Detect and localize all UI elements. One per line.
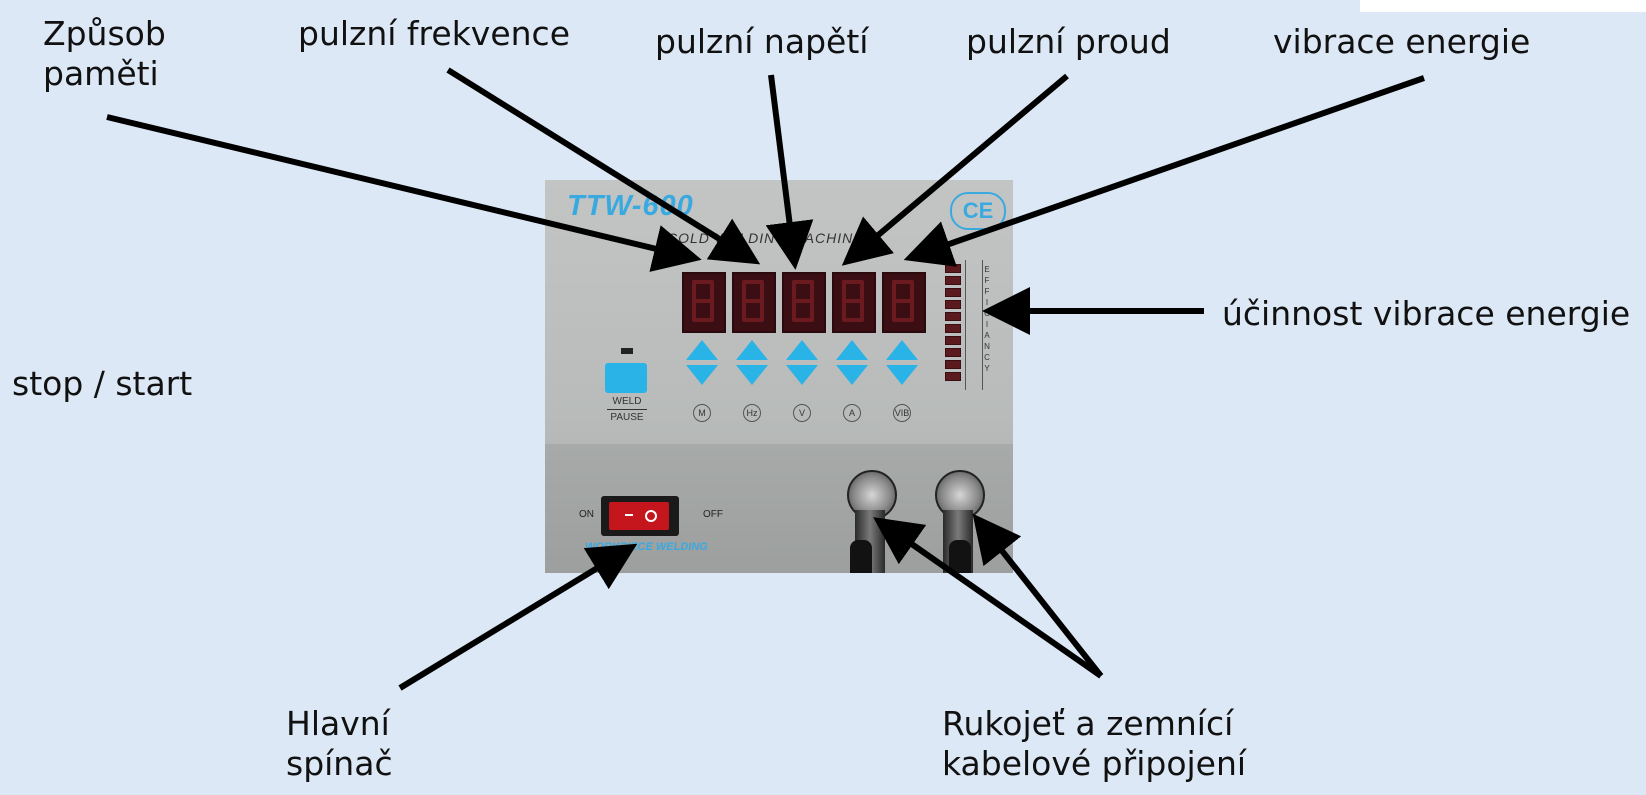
weld-label: WELD [612, 396, 642, 407]
label-cable-connection-line2: kabelové připojení [942, 744, 1247, 783]
efficiency-bar [945, 348, 961, 357]
efficiency-letter: Y [984, 364, 990, 373]
label-vibration-energy: vibrace energie [1273, 22, 1531, 61]
memory-down-arrow-icon[interactable] [686, 365, 718, 385]
pause-label: PAUSE [610, 412, 644, 423]
arrow-vibration-energy [903, 75, 1425, 267]
arrow-pulse-current [841, 73, 1069, 266]
vibration-up-arrow-icon[interactable] [886, 340, 918, 360]
label-cable-connection-line1: Rukojeť a zemnící [942, 704, 1234, 743]
arrow-pulse-frequency [446, 67, 761, 265]
arrow-cable-handle [873, 517, 1103, 679]
ground-cable [949, 540, 971, 573]
display-frequency [732, 272, 776, 333]
efficiency-bar [945, 288, 961, 297]
label-pulse-current: pulzní proud [966, 22, 1171, 61]
arrow-cable-ground [972, 513, 1104, 678]
arrow-memory-mode [106, 114, 702, 272]
frequency-down-arrow-icon[interactable] [736, 365, 768, 385]
label-main-switch-line2: spínač [286, 744, 393, 783]
weld-pause-button[interactable] [605, 363, 647, 393]
efficiency-bar [945, 276, 961, 285]
efficiency-letter: A [984, 331, 990, 340]
vibration-down-arrow-icon[interactable] [886, 365, 918, 385]
label-pulse-voltage: pulzní napětí [655, 22, 869, 61]
voltage-up-arrow-icon[interactable] [786, 340, 818, 360]
efficiency-bar [945, 312, 961, 321]
arrow-main-switch [398, 543, 638, 691]
efficiency-bar [945, 300, 961, 309]
weld-indicator-led [621, 348, 633, 354]
label-memory-mode-line2: paměti [43, 54, 159, 93]
unit-memory: M [693, 404, 711, 422]
efficiency-letter: F [984, 276, 990, 285]
ce-mark-icon: CE [950, 192, 1006, 230]
arrow-pulse-voltage [765, 74, 814, 270]
unit-frequency: Hz [743, 404, 761, 422]
display-current [832, 272, 876, 333]
display-voltage [782, 272, 826, 333]
label-main-switch: Hlavní spínač [286, 704, 393, 784]
corner-white-box [1360, 0, 1646, 12]
label-main-switch-line1: Hlavní [286, 704, 390, 743]
voltage-down-arrow-icon[interactable] [786, 365, 818, 385]
display-memory [682, 272, 726, 333]
efficiency-letter: E [984, 265, 990, 274]
memory-up-arrow-icon[interactable] [686, 340, 718, 360]
label-pulse-frequency: pulzní frekvence [298, 14, 570, 53]
frequency-up-arrow-icon[interactable] [736, 340, 768, 360]
efficiency-letter: N [984, 342, 990, 351]
on-label: ON [579, 509, 594, 520]
efficiency-bar [945, 372, 961, 381]
current-down-arrow-icon[interactable] [836, 365, 868, 385]
efficiency-bar [945, 324, 961, 333]
main-power-switch[interactable] [601, 496, 679, 536]
label-memory-mode: Způsob paměti [43, 14, 166, 94]
label-vibration-efficiency: účinnost vibrace energie [1222, 294, 1631, 333]
weld-pause-divider [607, 409, 647, 410]
unit-voltage: V [793, 404, 811, 422]
display-vibration [882, 272, 926, 333]
power-rocker-icon [609, 502, 669, 530]
label-memory-mode-line1: Způsob [43, 14, 166, 53]
efficiency-letter: C [984, 353, 990, 362]
unit-current: A [843, 404, 861, 422]
label-stop-start: stop / start [12, 364, 193, 403]
off-label: OFF [703, 509, 723, 520]
handle-cable [850, 540, 872, 573]
efficiency-bar [945, 360, 961, 369]
unit-vibration: VIB [893, 404, 911, 422]
current-up-arrow-icon[interactable] [836, 340, 868, 360]
efficiency-bar [945, 336, 961, 345]
label-cable-connection: Rukojeť a zemnící kabelové připojení [942, 704, 1246, 784]
